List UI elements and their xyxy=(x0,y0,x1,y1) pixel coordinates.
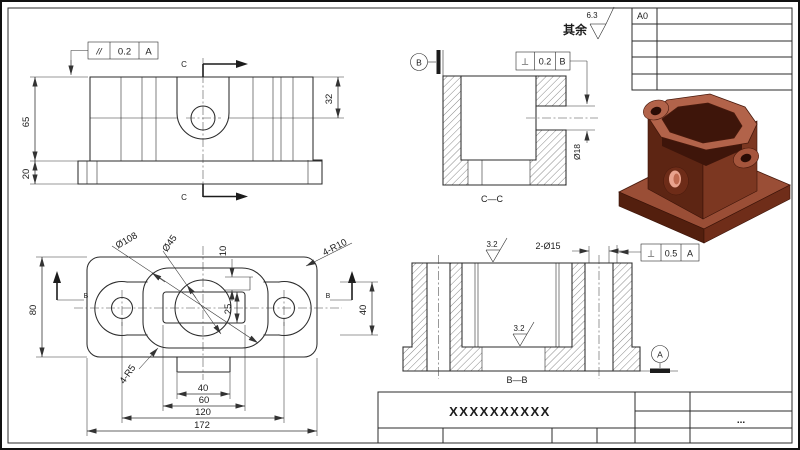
fcf-perpendicularity-bb: ⊥ 0.5 A xyxy=(616,243,700,263)
sheet-code: A0 xyxy=(637,11,648,21)
section-arrow-icon xyxy=(348,271,356,283)
front-dimensions: 65 20 32 xyxy=(21,76,344,185)
dim-label: 32 xyxy=(324,94,335,105)
iso-side-hole-shade xyxy=(673,173,680,185)
surface-finish-icon xyxy=(485,237,508,263)
top-view: B B Ø108 Ø45 4-R10 4-R5 80 xyxy=(28,230,378,436)
part-title: XXXXXXXXXX xyxy=(449,404,551,419)
dim-label: 80 xyxy=(28,305,39,316)
radius-label: 4-R10 xyxy=(321,237,349,259)
section-b-arrows: B B xyxy=(53,271,356,301)
dim-label: Ø108 xyxy=(114,230,140,251)
dim-label: 65 xyxy=(21,117,32,128)
dim-label: Ø18 xyxy=(572,144,582,160)
section-label: C—C xyxy=(481,194,503,204)
dim-label: Ø45 xyxy=(160,233,179,254)
rest-label: 其余 xyxy=(563,22,588,37)
fcf-tolerance: 0.2 xyxy=(539,57,552,67)
isometric-part-render xyxy=(618,93,791,244)
datum-a-symbol: A xyxy=(640,345,678,373)
section-c-arrows: C C xyxy=(181,60,248,202)
section-cc-view: B ⊥ 0.2 B Ø18 C—C xyxy=(410,50,598,204)
general-roughness-note: 其余 6.3 xyxy=(563,6,615,40)
fcf-datum-ref: A xyxy=(687,249,693,259)
finish-value: 3.2 xyxy=(486,240,498,249)
iso-base-side xyxy=(703,184,791,244)
fcf-datum-ref: A xyxy=(145,47,152,58)
section-label: B—B xyxy=(506,375,527,385)
dim-side-hole: Ø18 xyxy=(566,105,595,160)
surface-finish-icon xyxy=(589,6,615,40)
fcf-parallelism: // 0.2 A xyxy=(68,41,159,75)
dim-label: 60 xyxy=(199,395,210,406)
iso-lug-hole xyxy=(650,106,662,116)
fcf-tolerance: 0.5 xyxy=(665,249,678,259)
section-arrow-icon xyxy=(236,192,248,201)
dim-label: 172 xyxy=(194,420,210,431)
iso-cavity xyxy=(662,103,742,166)
title-block: XXXXXXXXXX ... xyxy=(377,391,793,444)
fcf-perpendicularity-cc: ⊥ 0.2 B xyxy=(515,51,590,104)
title-block-dots: ... xyxy=(737,415,746,426)
revision-table: A0 xyxy=(631,7,793,91)
section-letter: C xyxy=(181,60,187,69)
dim-label: 40 xyxy=(198,383,209,394)
section-arrow-icon xyxy=(236,60,248,68)
dim-label: 10 xyxy=(218,246,229,257)
finish-value: 3.2 xyxy=(513,324,525,333)
radius-label: 4-R5 xyxy=(118,363,139,386)
dim-label: 2-Ø15 xyxy=(535,241,560,251)
dim-lug-holes: 2-Ø15 xyxy=(535,241,626,263)
iso-rim xyxy=(647,93,758,151)
fcf-symbol: ⊥ xyxy=(521,57,529,67)
datum-b-symbol: B xyxy=(410,50,444,76)
datum-letter: A xyxy=(657,350,663,360)
section-bb-view: 3.2 3.2 2-Ø15 ⊥ 0.5 A xyxy=(402,237,700,385)
datum-letter: B xyxy=(416,58,422,68)
fcf-datum-ref: B xyxy=(559,57,565,67)
front-view: C C // 0.2 A 65 20 xyxy=(21,41,344,202)
iso-lug-hole xyxy=(740,153,752,163)
dim-label: 120 xyxy=(195,407,211,418)
dim-label: 25 xyxy=(223,304,234,315)
section-arrow-icon xyxy=(53,271,61,283)
fcf-tolerance: 0.2 xyxy=(118,47,131,58)
section-letter: C xyxy=(181,193,187,202)
rest-roughness-value: 6.3 xyxy=(586,11,598,20)
top-dimensions: 80 40 25 10 40 60 xyxy=(28,246,378,436)
surface-finish-icon xyxy=(512,321,535,347)
dim-label: 40 xyxy=(358,305,369,316)
dim-label: 20 xyxy=(21,169,32,180)
fcf-symbol: ⊥ xyxy=(647,249,655,259)
section-letter: B xyxy=(84,293,89,300)
fcf-symbol: // xyxy=(95,47,103,58)
section-letter: B xyxy=(326,293,331,300)
